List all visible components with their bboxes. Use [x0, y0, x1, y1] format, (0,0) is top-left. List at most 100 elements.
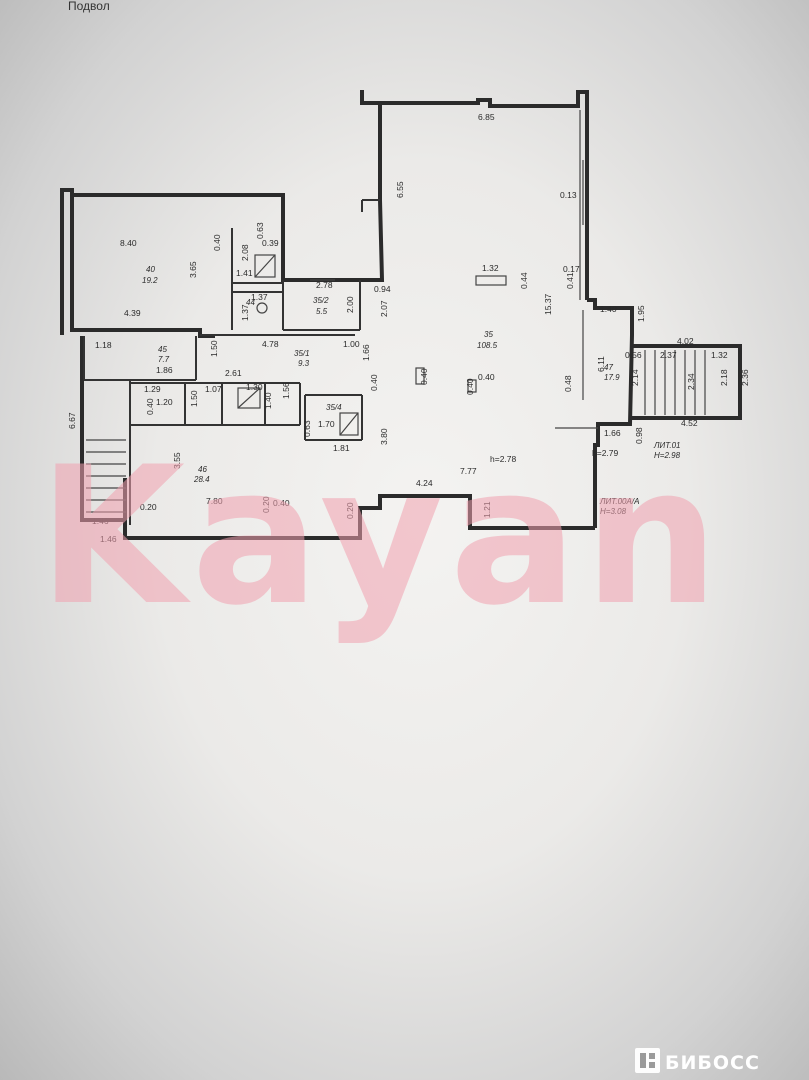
dim-label: 0.63 — [255, 222, 265, 239]
dim-label: 0.40 — [212, 234, 222, 251]
dim-label: 0.39 — [262, 238, 279, 248]
dim-label: 4.39 — [124, 308, 141, 318]
dim-label: 1.95 — [636, 305, 646, 322]
dim-label: 1.40 — [600, 304, 617, 314]
dim-label: 1.32 — [711, 350, 728, 360]
dim-label: 1.29 — [144, 384, 161, 394]
dim-label: 0.40 — [273, 498, 290, 508]
staircase-right — [644, 350, 706, 415]
dim-label: 0.40 — [419, 368, 429, 385]
dim-label: 7.77 — [460, 466, 477, 476]
room-number: 35/2 — [313, 296, 329, 305]
room-area: 9.3 — [298, 359, 310, 368]
dim-label: 1.50 — [189, 390, 199, 407]
dim-label: 0.40 — [478, 372, 495, 382]
dim-label: 0.20 — [261, 496, 271, 513]
room-area: 108.5 — [477, 341, 498, 350]
room-number: 35/4 — [326, 403, 342, 412]
dim-label: 2.00 — [345, 296, 355, 313]
height-labels: h=2.78 h=2.79 ЛИТ.01 H=2.98 ЛИТ.00А/А H=… — [490, 441, 681, 516]
dim-label: 2.08 — [240, 244, 250, 261]
dim-label: 2.18 — [719, 369, 729, 386]
litera-name: ЛИТ.01 — [653, 441, 681, 450]
fixtures — [237, 254, 598, 436]
dim-label: 0.20 — [140, 502, 157, 512]
dim-label: 1.20 — [156, 397, 173, 407]
dim-label: 1.50 — [209, 340, 219, 357]
watermark-text: Kayan — [38, 426, 725, 647]
dim-label: 1.41 — [236, 268, 253, 278]
dim-label: 4.02 — [677, 336, 694, 346]
dim-label: 0.20 — [345, 502, 355, 519]
brand-name: БИБОСС — [665, 1052, 760, 1074]
room-area: 19.2 — [142, 276, 158, 285]
dim-label: 1.37 — [240, 304, 250, 321]
dim-label: 1.81 — [333, 443, 350, 453]
dim-label: 2.61 — [225, 368, 242, 378]
brand-logo-icon — [635, 1048, 660, 1073]
dim-label: 3.55 — [172, 452, 182, 469]
dim-label: 2.34 — [686, 373, 696, 390]
room-number: 44 — [246, 298, 255, 307]
room-area: 28.4 — [193, 475, 210, 484]
litera-height: H=2.98 — [654, 451, 681, 460]
dim-label: 4.24 — [416, 478, 433, 488]
dim-label: 0.48 — [563, 375, 573, 392]
inner-walls — [83, 110, 584, 525]
dim-label: 1.66 — [361, 344, 371, 361]
room-area: 17.9 — [604, 373, 620, 382]
dim-label: 15.37 — [543, 293, 553, 315]
room-number: 35 — [484, 330, 493, 339]
plan-title: Подвол — [68, 0, 110, 13]
dim-label: 1.70 — [318, 419, 335, 429]
dim-label: 1.00 — [343, 339, 360, 349]
dim-label: 3.80 — [379, 428, 389, 445]
height-label: h=2.79 — [592, 448, 619, 458]
dim-label: 0.40 — [145, 398, 155, 415]
dim-label: 2.36 — [740, 369, 750, 386]
dim-label: 0.94 — [374, 284, 391, 294]
outer-walls — [60, 90, 742, 540]
dim-label: 1.56 — [281, 382, 291, 399]
dim-label: 1.37 — [251, 292, 268, 302]
dim-label: 6.85 — [478, 112, 495, 122]
dim-label: 4.78 — [262, 339, 279, 349]
dim-label: 0.40 — [465, 378, 475, 395]
room-area: 5.5 — [316, 307, 328, 316]
dim-label: 1.40 — [263, 392, 273, 409]
dim-label: 6.11 — [596, 356, 606, 372]
litera-name: ЛИТ.00А/А — [599, 497, 639, 506]
dim-label: 4.52 — [681, 418, 698, 428]
room-labels: 40 19.2 35/2 5.5 35 108.5 45 7.7 35/1 9.… — [142, 265, 620, 484]
dim-label: 1.21 — [482, 501, 492, 518]
brand-badge: БИБОСС — [635, 1048, 760, 1074]
dim-label: 0.98 — [634, 427, 644, 444]
dim-label: 0.41 — [565, 272, 575, 289]
dim-label: 0.63 — [302, 420, 312, 437]
dim-label: 0.40 — [369, 374, 379, 391]
dim-label: 6.67 — [67, 412, 77, 429]
dim-label: 8.40 — [120, 238, 137, 248]
room-number: 46 — [198, 465, 207, 474]
dim-label: 2.37 — [660, 350, 677, 360]
dim-label: 1.46 — [92, 516, 109, 526]
dim-label: 0.44 — [519, 272, 529, 289]
room-number: 35/1 — [294, 349, 310, 358]
dim-label: 0.13 — [560, 190, 577, 200]
dim-label: 2.07 — [379, 300, 389, 317]
dim-label: 1.07 — [205, 384, 222, 394]
dim-label: 1.86 — [156, 365, 173, 375]
dim-label: 7.80 — [206, 496, 223, 506]
dim-label: 3.65 — [188, 261, 198, 278]
dim-label: 0.17 — [563, 264, 580, 274]
dimension-labels: 6.85 8.40 3.65 0.40 4.39 0.63 2.08 0.39 … — [67, 112, 750, 544]
dim-label: 1.32 — [482, 263, 499, 273]
height-label: h=2.78 — [490, 454, 517, 464]
room-number: 45 — [158, 345, 167, 354]
dim-label: 1.46 — [100, 534, 117, 544]
staircase-left — [86, 439, 126, 513]
litera-height: H=3.08 — [600, 507, 627, 516]
dim-label: 1.18 — [95, 340, 112, 350]
